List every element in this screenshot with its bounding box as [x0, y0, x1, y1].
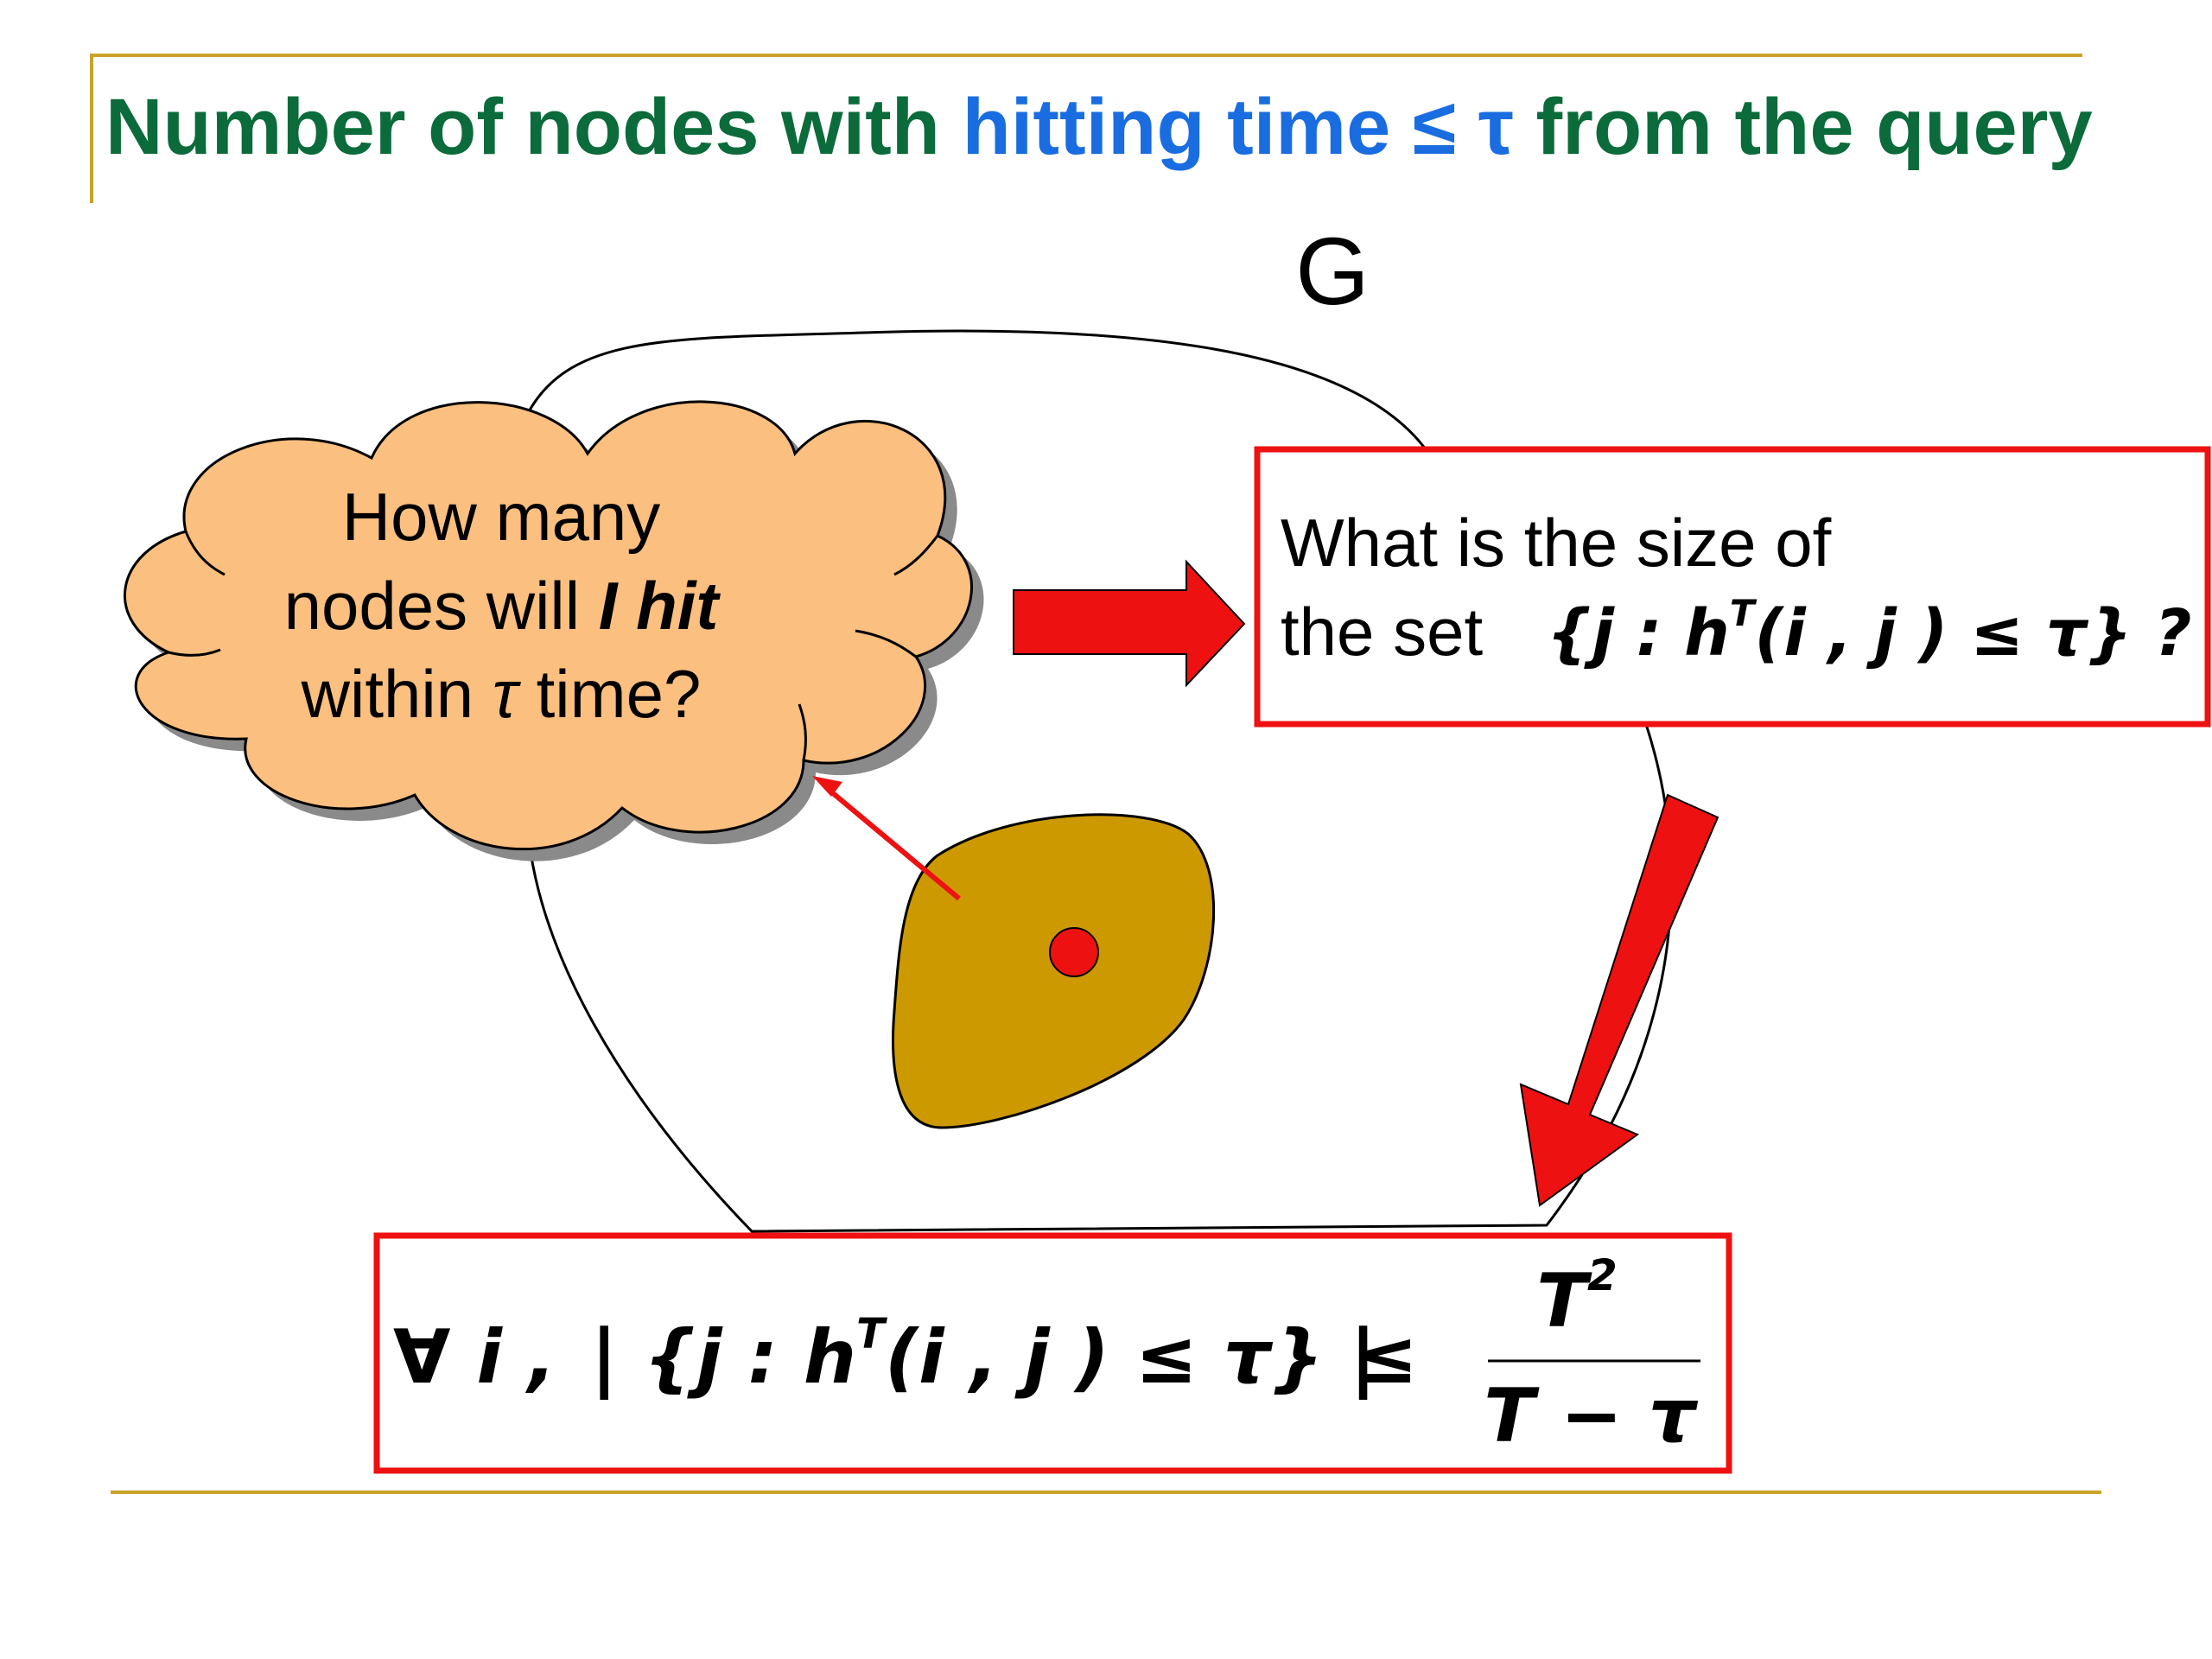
cloud-line-2-emph: I hit	[599, 568, 721, 644]
cloud-line-2-pre: nodes will	[284, 568, 599, 644]
cloud-line-2: nodes will I hit	[284, 568, 721, 644]
answer-set-rest: (i , j ) ≤ τ} |	[885, 1314, 1376, 1401]
title-part-3: from the query	[1514, 83, 2093, 171]
answer-leq: ≤	[1356, 1314, 1418, 1401]
query-neighborhood	[892, 813, 1216, 1129]
arrow-blob-to-cloud	[812, 776, 961, 901]
graph-label: G	[1295, 219, 1370, 325]
answer-set-sup: T	[856, 1310, 887, 1358]
question-line-2-pre: the set	[1281, 594, 1483, 670]
answer-forall: ∀ i ,	[393, 1314, 556, 1401]
answer-set-open: | {j : h	[591, 1314, 857, 1401]
question-line-1: What is the size of	[1281, 505, 1832, 581]
title-frame	[90, 54, 2082, 203]
question-set-sup: T	[1730, 592, 1758, 634]
question-box: What is the size of the set {j : hT(i , …	[1254, 446, 2211, 728]
title-part-2: hitting time ≤ τ	[963, 83, 1514, 171]
question-set-expr: {j : hT(i , j ) ≤ τ} ?	[1547, 592, 2191, 671]
cloud-line-3-post: time?	[518, 656, 701, 732]
cloud-line-1: How many	[342, 479, 660, 555]
thought-cloud: How many nodes will I hit within τ time?	[124, 400, 973, 851]
numerator-sup: 2	[1587, 1250, 1618, 1300]
question-line-2: the set	[1281, 594, 1483, 670]
cloud-line-3-pre: within	[301, 656, 493, 732]
query-node	[1049, 927, 1099, 977]
question-set-open: {j : h	[1547, 596, 1730, 671]
cloud-line-3-tau: τ	[493, 656, 522, 732]
arrow-right	[1013, 559, 1246, 688]
arrow-down-left	[1519, 793, 1719, 1207]
answer-lhs: ∀ i , | {j : hT(i , j ) ≤ τ} |	[393, 1310, 1376, 1401]
slide-title: Number of nodes with hitting time ≤ τ fr…	[105, 83, 2093, 171]
question-set-args: (i , j ) ≤ τ} ?	[1755, 596, 2192, 671]
numerator-base: T	[1536, 1258, 1592, 1344]
title-part-1: Number of nodes with	[105, 83, 963, 171]
cloud-line-3: within τ time?	[301, 656, 702, 732]
fraction-numerator: T2	[1536, 1250, 1617, 1344]
fraction-denominator: T − τ	[1484, 1373, 1699, 1459]
answer-box: ∀ i , | {j : hT(i , j ) ≤ τ} | ≤ T2 T − …	[373, 1232, 1732, 1474]
